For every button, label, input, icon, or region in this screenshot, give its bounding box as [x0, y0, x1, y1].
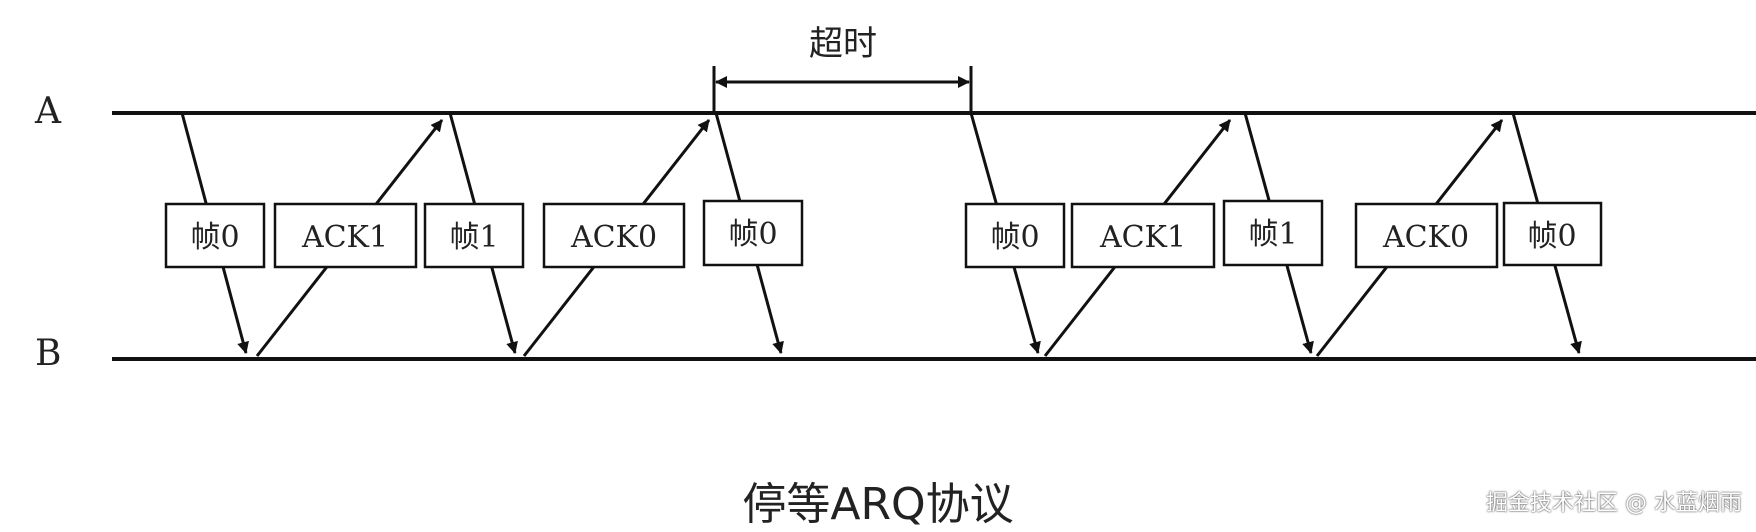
frame-box: 帧0	[164, 202, 266, 269]
label-a: A	[34, 91, 62, 132]
ack-box: ACK0	[1354, 202, 1499, 269]
ack-box: ACK1	[273, 202, 418, 269]
label-b: B	[35, 333, 61, 374]
frame-box: 帧0	[964, 202, 1066, 269]
frame-box: 帧0	[1502, 201, 1603, 267]
ack-box-label: ACK0	[1382, 220, 1469, 255]
ack-box-label: ACK0	[570, 220, 657, 255]
frame-box-label: 帧1	[1248, 217, 1297, 252]
frame-box-label: 帧0	[728, 217, 777, 252]
ack-box-label: ACK1	[301, 220, 388, 255]
frame-box: 帧1	[423, 202, 525, 269]
frame-box-label: 帧0	[1527, 219, 1576, 254]
ack-box: ACK1	[1070, 202, 1216, 269]
frame-box-label: 帧0	[190, 220, 239, 255]
watermark: 掘金技术社区 @ 水蓝烟雨	[1486, 491, 1742, 516]
ack-box: ACK0	[542, 202, 686, 269]
diagram-caption: 停等ARQ协议	[742, 479, 1014, 530]
frame-box-label: 帧1	[449, 220, 498, 255]
frame-box: 帧0	[702, 199, 804, 267]
timeout-label: 超时	[809, 24, 877, 64]
frame-box-label: 帧0	[990, 220, 1039, 255]
frame-box: 帧1	[1222, 199, 1324, 267]
ack-box-label: ACK1	[1099, 220, 1186, 255]
